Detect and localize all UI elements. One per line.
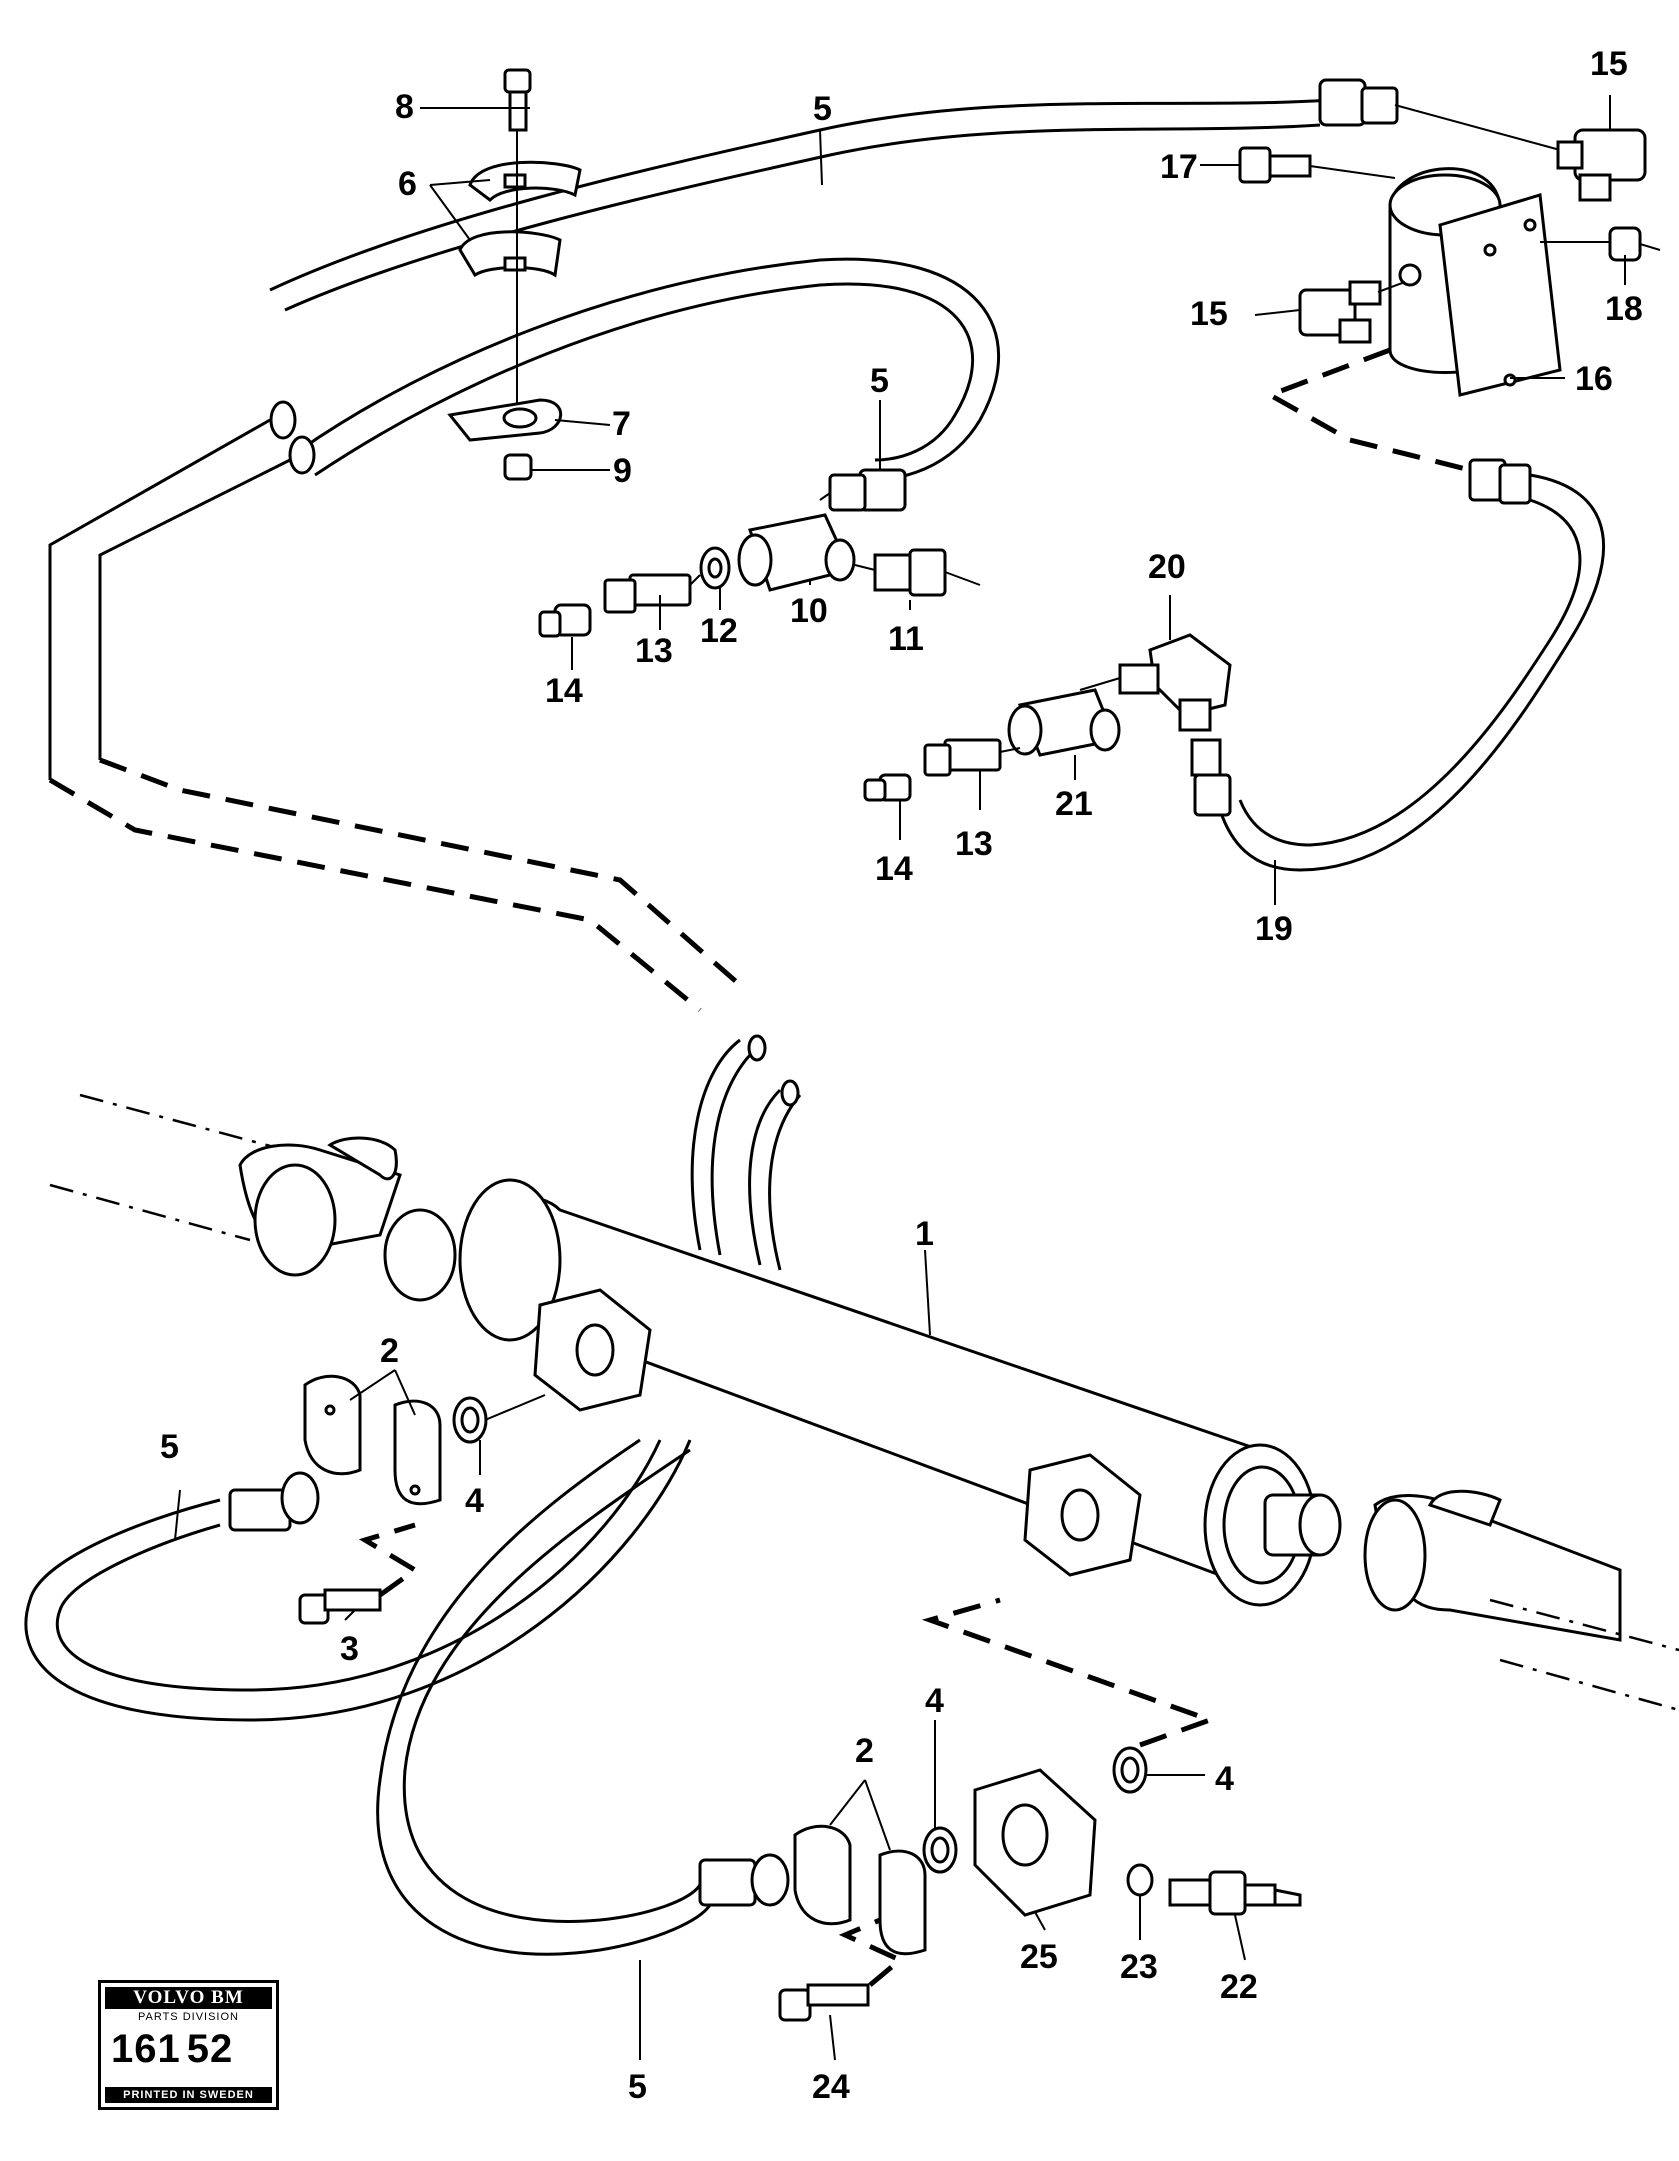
flange-half-2-lower — [793, 1824, 927, 1956]
screw-3 — [298, 1522, 420, 1625]
callout-5-left: 5 — [160, 1428, 179, 1466]
callout-6: 6 — [398, 165, 417, 203]
callout-16: 16 — [1575, 360, 1613, 398]
callout-9: 9 — [613, 452, 632, 490]
callout-15-top: 15 — [1590, 45, 1628, 83]
callout-1: 1 — [915, 1215, 934, 1253]
callout-13-upper: 13 — [635, 632, 673, 670]
screw-8 — [503, 68, 532, 132]
callout-22: 22 — [1220, 1968, 1258, 2006]
stamp-code-a: 161 — [111, 2027, 181, 2071]
callout-3: 3 — [340, 1630, 359, 1668]
callout-5-upper-fitting: 5 — [870, 362, 889, 400]
nut-18 — [1540, 226, 1661, 262]
o-ring-4-upper — [452, 1396, 488, 1444]
hose-19-end-fitting — [1190, 738, 1232, 817]
nipple-13-lower — [923, 738, 1021, 777]
cylinder-1 — [49, 1093, 1679, 1712]
o-ring-4-lower-right — [1112, 1746, 1148, 1794]
hose-5-vertical — [690, 1034, 802, 1271]
bracket-7 — [447, 398, 563, 442]
routing-lines-left — [48, 418, 742, 1012]
callout-4-upper: 4 — [465, 1482, 484, 1520]
callout-4-lower-left: 4 — [925, 1682, 944, 1720]
callout-21: 21 — [1055, 785, 1093, 823]
sensor-22 — [1168, 1870, 1302, 1916]
hose-5-fitting-upper — [819, 468, 907, 512]
hose-end-fitting-top — [1318, 78, 1561, 151]
nut-9 — [503, 453, 533, 481]
callout-15-lower: 15 — [1190, 295, 1228, 333]
callout-24: 24 — [812, 2068, 850, 2106]
filter-housing-16 — [1388, 167, 1562, 397]
tee-21 — [1007, 688, 1121, 757]
callout-2-lower: 2 — [855, 1732, 874, 1770]
clamp-6 — [458, 160, 582, 278]
callout-14-lower: 14 — [875, 850, 913, 888]
tee-10 — [737, 513, 876, 592]
callout-25: 25 — [1020, 1938, 1058, 1976]
elbow-fitting-15-lower — [1298, 280, 1406, 344]
callout-19: 19 — [1255, 910, 1293, 948]
bolt-17 — [1238, 146, 1396, 184]
elbow-fitting-15-top — [1556, 128, 1647, 202]
callout-17: 17 — [1160, 148, 1198, 186]
stamp-code-b: 52 — [186, 2027, 234, 2071]
flange-half-2-upper — [303, 1374, 442, 1506]
leader-lines — [174, 95, 1626, 2061]
callout-8: 8 — [395, 88, 414, 126]
callout-20: 20 — [1148, 548, 1186, 586]
callout-13-lower: 13 — [955, 825, 993, 863]
nipple-13-upper — [603, 573, 701, 614]
callout-2-upper: 2 — [380, 1332, 399, 1370]
callout-18: 18 — [1605, 290, 1643, 328]
elbow-fitting-20 — [1079, 633, 1232, 732]
flange-25 — [973, 1768, 1097, 1917]
callout-5-bottom: 5 — [628, 2068, 647, 2106]
stamp-division: PARTS DIVISION — [137, 2011, 239, 2023]
plug-14-lower — [863, 773, 912, 802]
callout-11: 11 — [888, 620, 924, 658]
hose-19 — [1218, 458, 1606, 872]
sensor-11 — [873, 548, 981, 597]
stamp-footer: PRINTED IN SWEDEN — [105, 2087, 272, 2103]
hose-5-lower-loop — [376, 1438, 790, 1956]
stamp-brand: VOLVO BM — [105, 1987, 272, 2009]
screw-24 — [778, 1917, 905, 2022]
plug-14-upper — [538, 603, 592, 638]
callout-7: 7 — [612, 405, 631, 443]
washer-23 — [1126, 1863, 1154, 1897]
washer-12 — [699, 546, 731, 590]
callout-12: 12 — [700, 612, 738, 650]
callout-10: 10 — [790, 592, 828, 630]
callout-14-upper: 14 — [545, 672, 583, 710]
hose-5-left-loop — [24, 1439, 692, 1722]
o-ring-4-lower-left — [922, 1826, 958, 1874]
callout-4-lower-right: 4 — [1215, 1760, 1234, 1798]
callout-5-top: 5 — [813, 90, 832, 128]
callout-23: 23 — [1120, 1948, 1158, 1986]
